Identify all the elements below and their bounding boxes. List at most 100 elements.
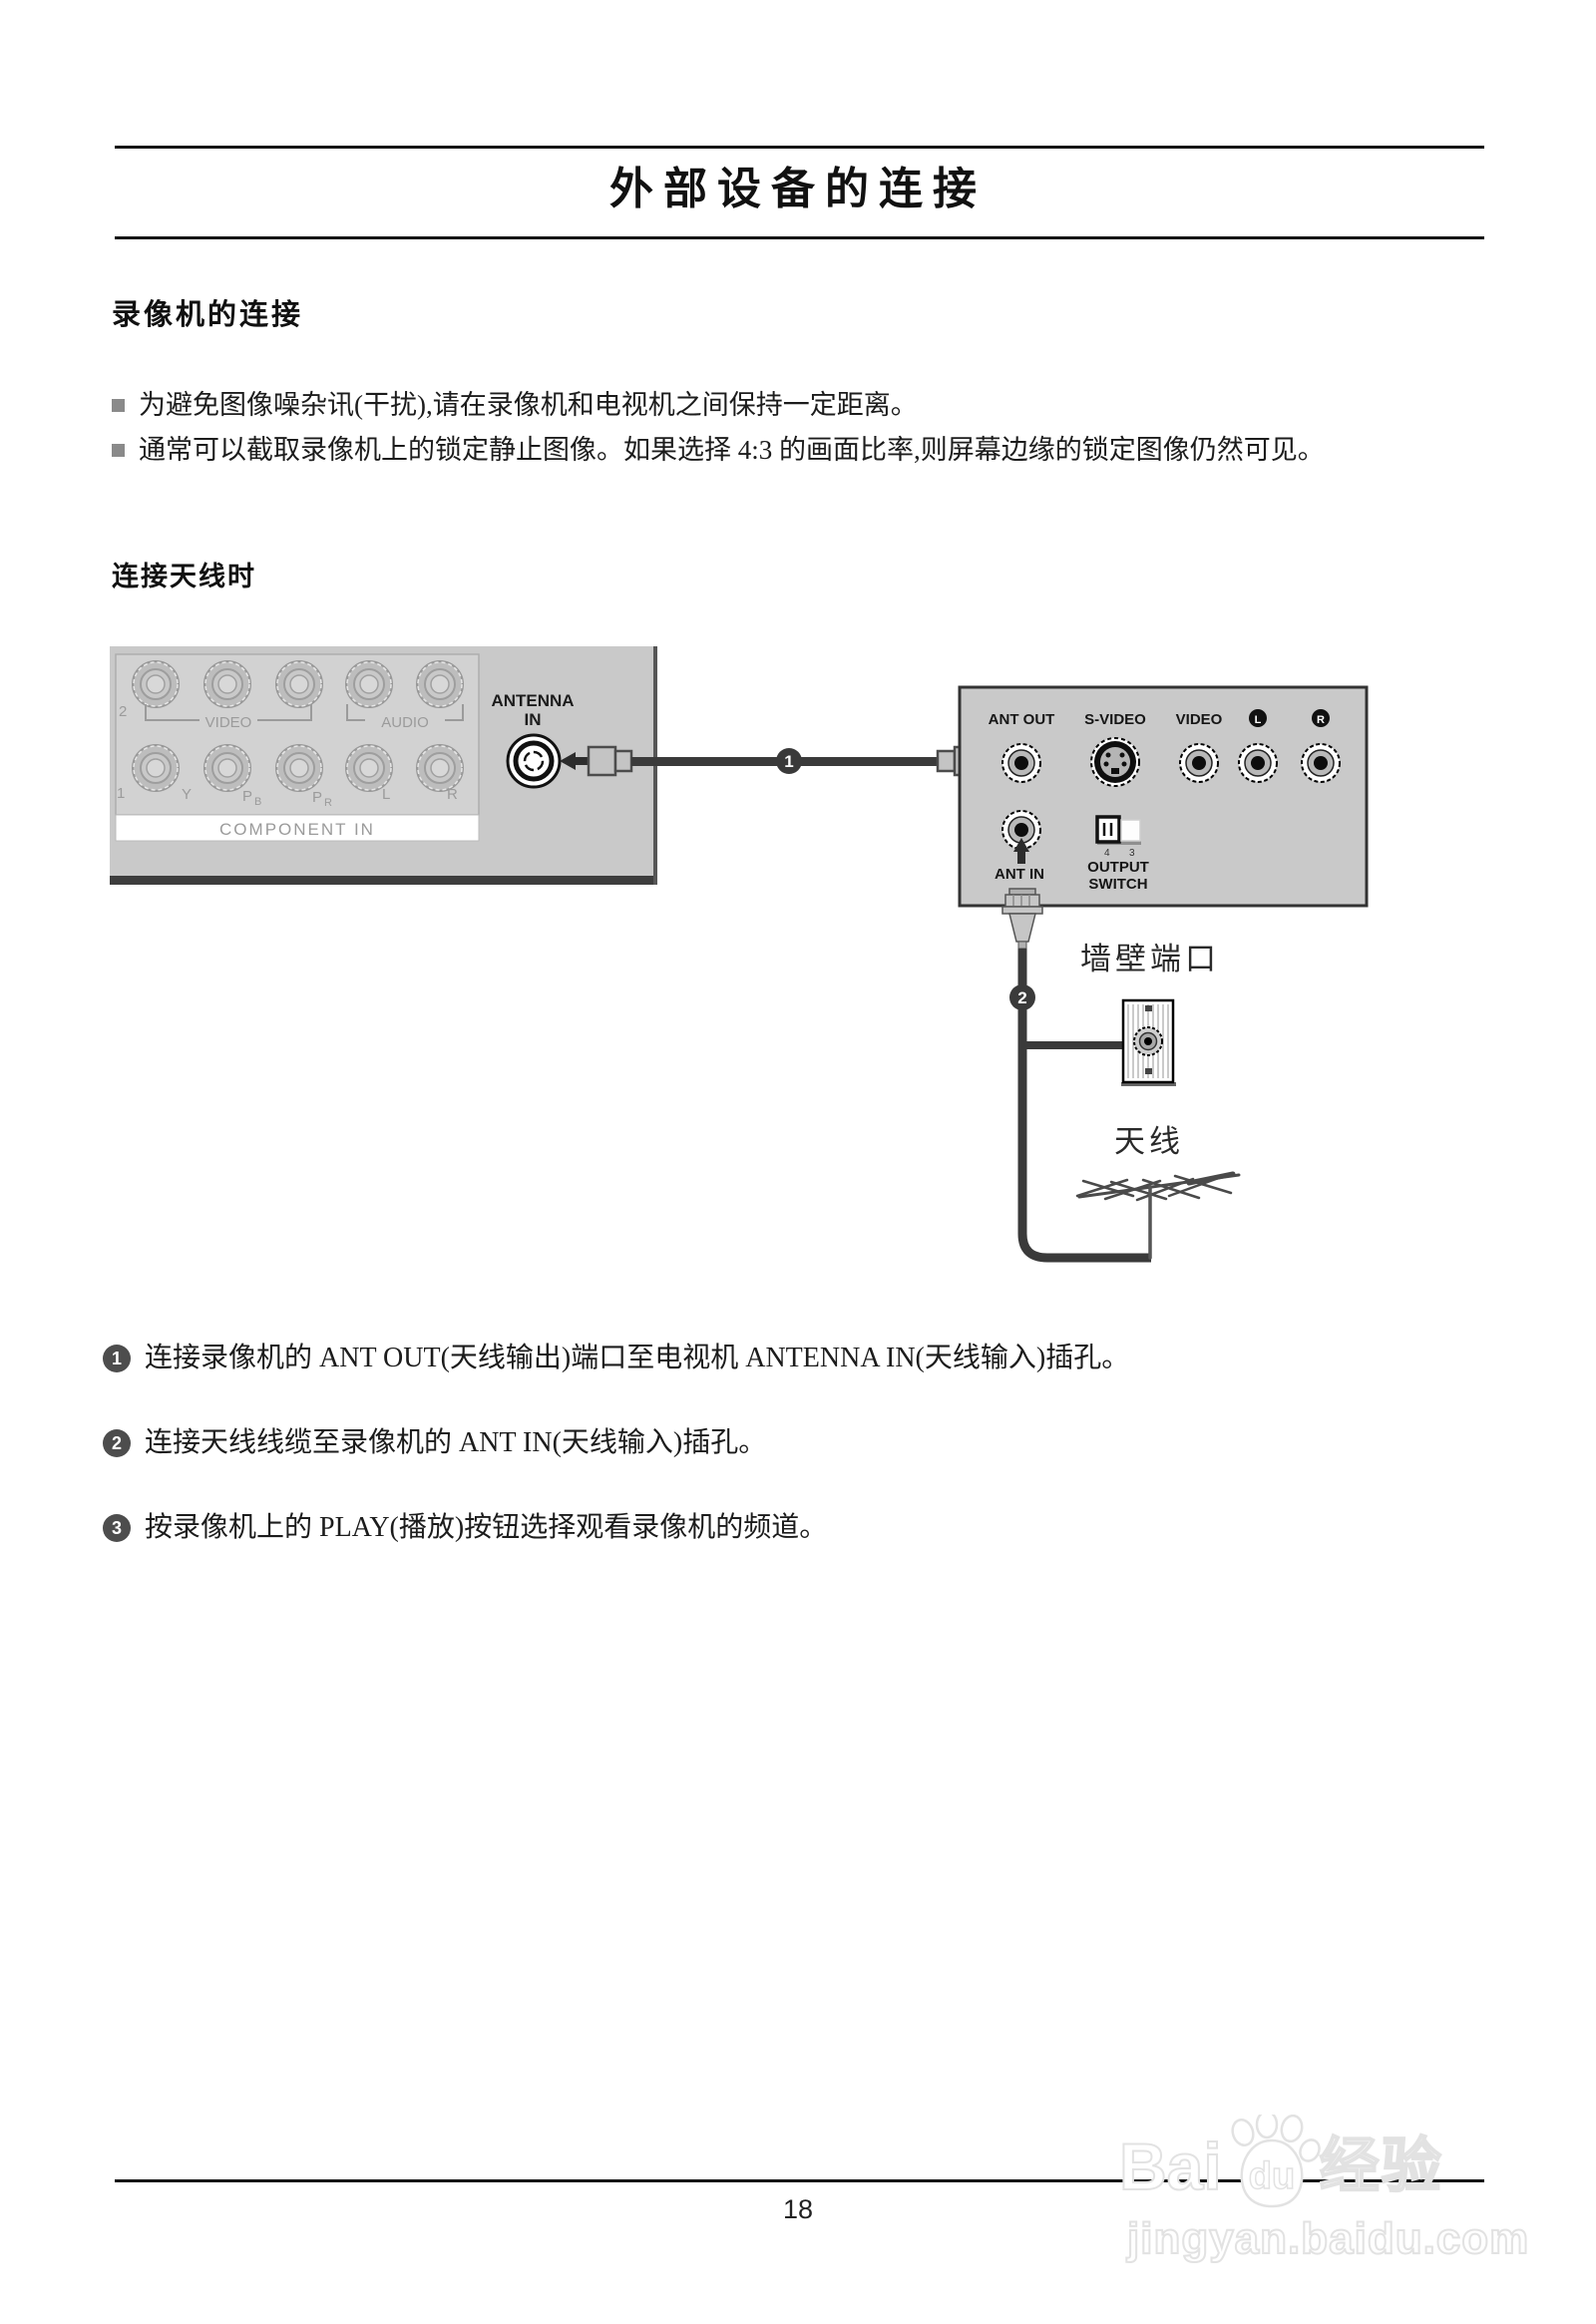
instruction-row: 3 按录像机上的 PLAY(播放)按钮选择观看录像机的频道。 bbox=[103, 1510, 827, 1546]
note-item: 为避免图像噪杂讯(干扰),请在录像机和电视机之间保持一定距离。 bbox=[112, 383, 1448, 428]
tv-coax-jack-icon bbox=[506, 733, 562, 789]
vcr-left-badge-letter: L bbox=[1255, 714, 1262, 726]
instruction-badge: 3 bbox=[103, 1514, 131, 1542]
antenna-in-label-line1: ANTENNA bbox=[491, 691, 574, 710]
video-bracket-line bbox=[145, 704, 312, 721]
vcr-video-label: VIDEO bbox=[1176, 711, 1223, 728]
vcr-right-badge-letter: R bbox=[1317, 714, 1325, 726]
tv-row1-number: 1 bbox=[117, 785, 125, 802]
tv-pr-sub-label: R bbox=[324, 797, 332, 809]
note-item: 通常可以截取录像机上的锁定静止图像。如果选择 4:3 的画面比率,则屏幕边缘的锁… bbox=[112, 428, 1448, 473]
ant-in-jack bbox=[1001, 810, 1041, 850]
cable-arrow-right-icon bbox=[996, 752, 1010, 770]
vcr-ant-out-label: ANT OUT bbox=[989, 711, 1055, 728]
tv-pr-label: P bbox=[312, 789, 322, 806]
header-rule-bottom bbox=[115, 236, 1484, 239]
vcr-ant-in-label: ANT IN bbox=[995, 866, 1044, 883]
tv-panel-right-edge bbox=[653, 646, 657, 885]
tv-row2-number: 2 bbox=[119, 703, 127, 720]
tv-l-label: L bbox=[382, 786, 390, 803]
page-title: 外部设备的连接 bbox=[609, 165, 987, 213]
output-switch-label-line1: OUTPUT bbox=[1087, 859, 1149, 876]
square-bullet-icon bbox=[112, 399, 125, 412]
video-jack bbox=[1179, 743, 1219, 783]
vcr-panel-body bbox=[958, 685, 1369, 908]
antenna-label: 天线 bbox=[1114, 1124, 1184, 1159]
rca-jack bbox=[203, 660, 251, 708]
cable-badge-2 bbox=[1009, 984, 1035, 1010]
instruction-row: 1 连接录像机的 ANT OUT(天线输出)端口至电视机 ANTENNA IN(… bbox=[103, 1341, 1129, 1376]
cable-badge-1-number: 1 bbox=[784, 752, 793, 771]
page-number: 18 bbox=[782, 2194, 814, 2224]
s-video-jack-icon bbox=[1090, 737, 1140, 787]
watermark-brand: Bai du 经验 bbox=[1118, 2115, 1558, 2212]
rca-jack bbox=[345, 744, 393, 792]
instruction-text: 连接天线线缆至录像机的 ANT IN(天线输入)插孔。 bbox=[145, 1427, 767, 1458]
tv-panel-body bbox=[110, 646, 654, 877]
header-rule-top bbox=[115, 146, 1484, 149]
sub-heading: 连接天线时 bbox=[112, 562, 256, 591]
cable-line bbox=[1017, 949, 1151, 1263]
rca-jack bbox=[132, 660, 180, 708]
note-text: 通常可以截取录像机上的锁定静止图像。如果选择 4:3 的画面比率,则屏幕边缘的锁… bbox=[139, 435, 1325, 465]
instruction-badge: 2 bbox=[103, 1429, 131, 1457]
tv-pb-sub-label: B bbox=[254, 796, 261, 808]
instruction-row: 2 连接天线线缆至录像机的 ANT IN(天线输入)插孔。 bbox=[103, 1425, 766, 1461]
watermark-du-text: du bbox=[1249, 2155, 1295, 2197]
antenna-in-label-line2: IN bbox=[525, 710, 542, 729]
tv-audio-label: AUDIO bbox=[381, 714, 429, 731]
antenna-icon bbox=[1075, 1171, 1241, 1260]
note-text: 为避免图像噪杂讯(干扰),请在录像机和电视机之间保持一定距离。 bbox=[139, 390, 918, 420]
component-in-label: COMPONENT IN bbox=[219, 820, 375, 839]
watermark-brand-suffix: 经验 bbox=[1319, 2131, 1443, 2200]
vcr-right-badge-icon bbox=[1312, 709, 1330, 727]
rca-jack bbox=[416, 744, 464, 792]
section-heading: 录像机的连接 bbox=[112, 299, 304, 331]
watermark-brand-prefix: Bai bbox=[1118, 2129, 1223, 2204]
cable-arrow-left-icon bbox=[560, 752, 576, 770]
ant-out-jack bbox=[1001, 743, 1041, 783]
audio-bracket-line bbox=[346, 704, 464, 721]
cable-badge-2-number: 2 bbox=[1017, 988, 1026, 1007]
audio-right-jack bbox=[1301, 743, 1341, 783]
vcr-panel: ANT OUT S-VIDEO VIDEO L R bbox=[958, 685, 1369, 908]
cable-plug bbox=[587, 745, 617, 777]
tv-panel-bottom-edge bbox=[110, 876, 657, 885]
vcr-left-badge-icon bbox=[1249, 709, 1267, 727]
instruction-text: 连接录像机的 ANT OUT(天线输出)端口至电视机 ANTENNA IN(天线… bbox=[145, 1343, 1130, 1373]
footer-rule bbox=[115, 2179, 1484, 2182]
baidu-watermark: Bai du 经验 jingyan.baidu.com bbox=[1118, 2115, 1558, 2264]
rca-jack bbox=[203, 744, 251, 792]
wall-plate-icon bbox=[1121, 998, 1176, 1086]
wall-port-label: 墙壁端口 bbox=[1080, 942, 1220, 976]
component-in-area: 2 1 VIDEO AUDIO Y P B P R L R COMPONENT … bbox=[115, 653, 480, 842]
notes-list: 为避免图像噪杂讯(干扰),请在录像机和电视机之间保持一定距离。 通常可以截取录像… bbox=[112, 383, 1448, 473]
vcr-s-video-label: S-VIDEO bbox=[1084, 711, 1146, 728]
baidu-paw-icon: du bbox=[1231, 2115, 1321, 2208]
tv-video-label: VIDEO bbox=[205, 714, 252, 731]
ant-in-arrow-icon bbox=[1013, 838, 1029, 852]
tv-panel: 2 1 VIDEO AUDIO Y P B P R L R COMPONENT … bbox=[110, 646, 657, 885]
rca-jack bbox=[416, 660, 464, 708]
rca-jack bbox=[132, 744, 180, 792]
cable-line bbox=[631, 757, 938, 766]
output-switch: 4 3 OUTPUT SWITCH bbox=[1087, 815, 1149, 893]
instruction-text: 按录像机上的 PLAY(播放)按钮选择观看录像机的频道。 bbox=[145, 1512, 828, 1543]
tv-y-label: Y bbox=[182, 786, 192, 803]
watermark-url: jingyan.baidu.com bbox=[1126, 2213, 1530, 2264]
wall-branch-cable bbox=[1022, 1041, 1123, 1049]
instruction-badge: 1 bbox=[103, 1345, 131, 1372]
rca-jack bbox=[275, 660, 323, 708]
antenna-cable-1: 1 bbox=[560, 745, 1010, 777]
audio-left-jack bbox=[1238, 743, 1278, 783]
coax-connector-icon bbox=[1001, 888, 1043, 950]
switch-pos4-label: 4 bbox=[1104, 848, 1110, 859]
rca-jack bbox=[345, 660, 393, 708]
tv-pb-label: P bbox=[242, 788, 252, 805]
antenna-cable-2: 2 墙壁端口 天线 bbox=[1001, 888, 1241, 1263]
switch-pos3-label: 3 bbox=[1129, 848, 1135, 859]
rca-jack bbox=[275, 744, 323, 792]
cable-badge-1 bbox=[776, 748, 802, 774]
